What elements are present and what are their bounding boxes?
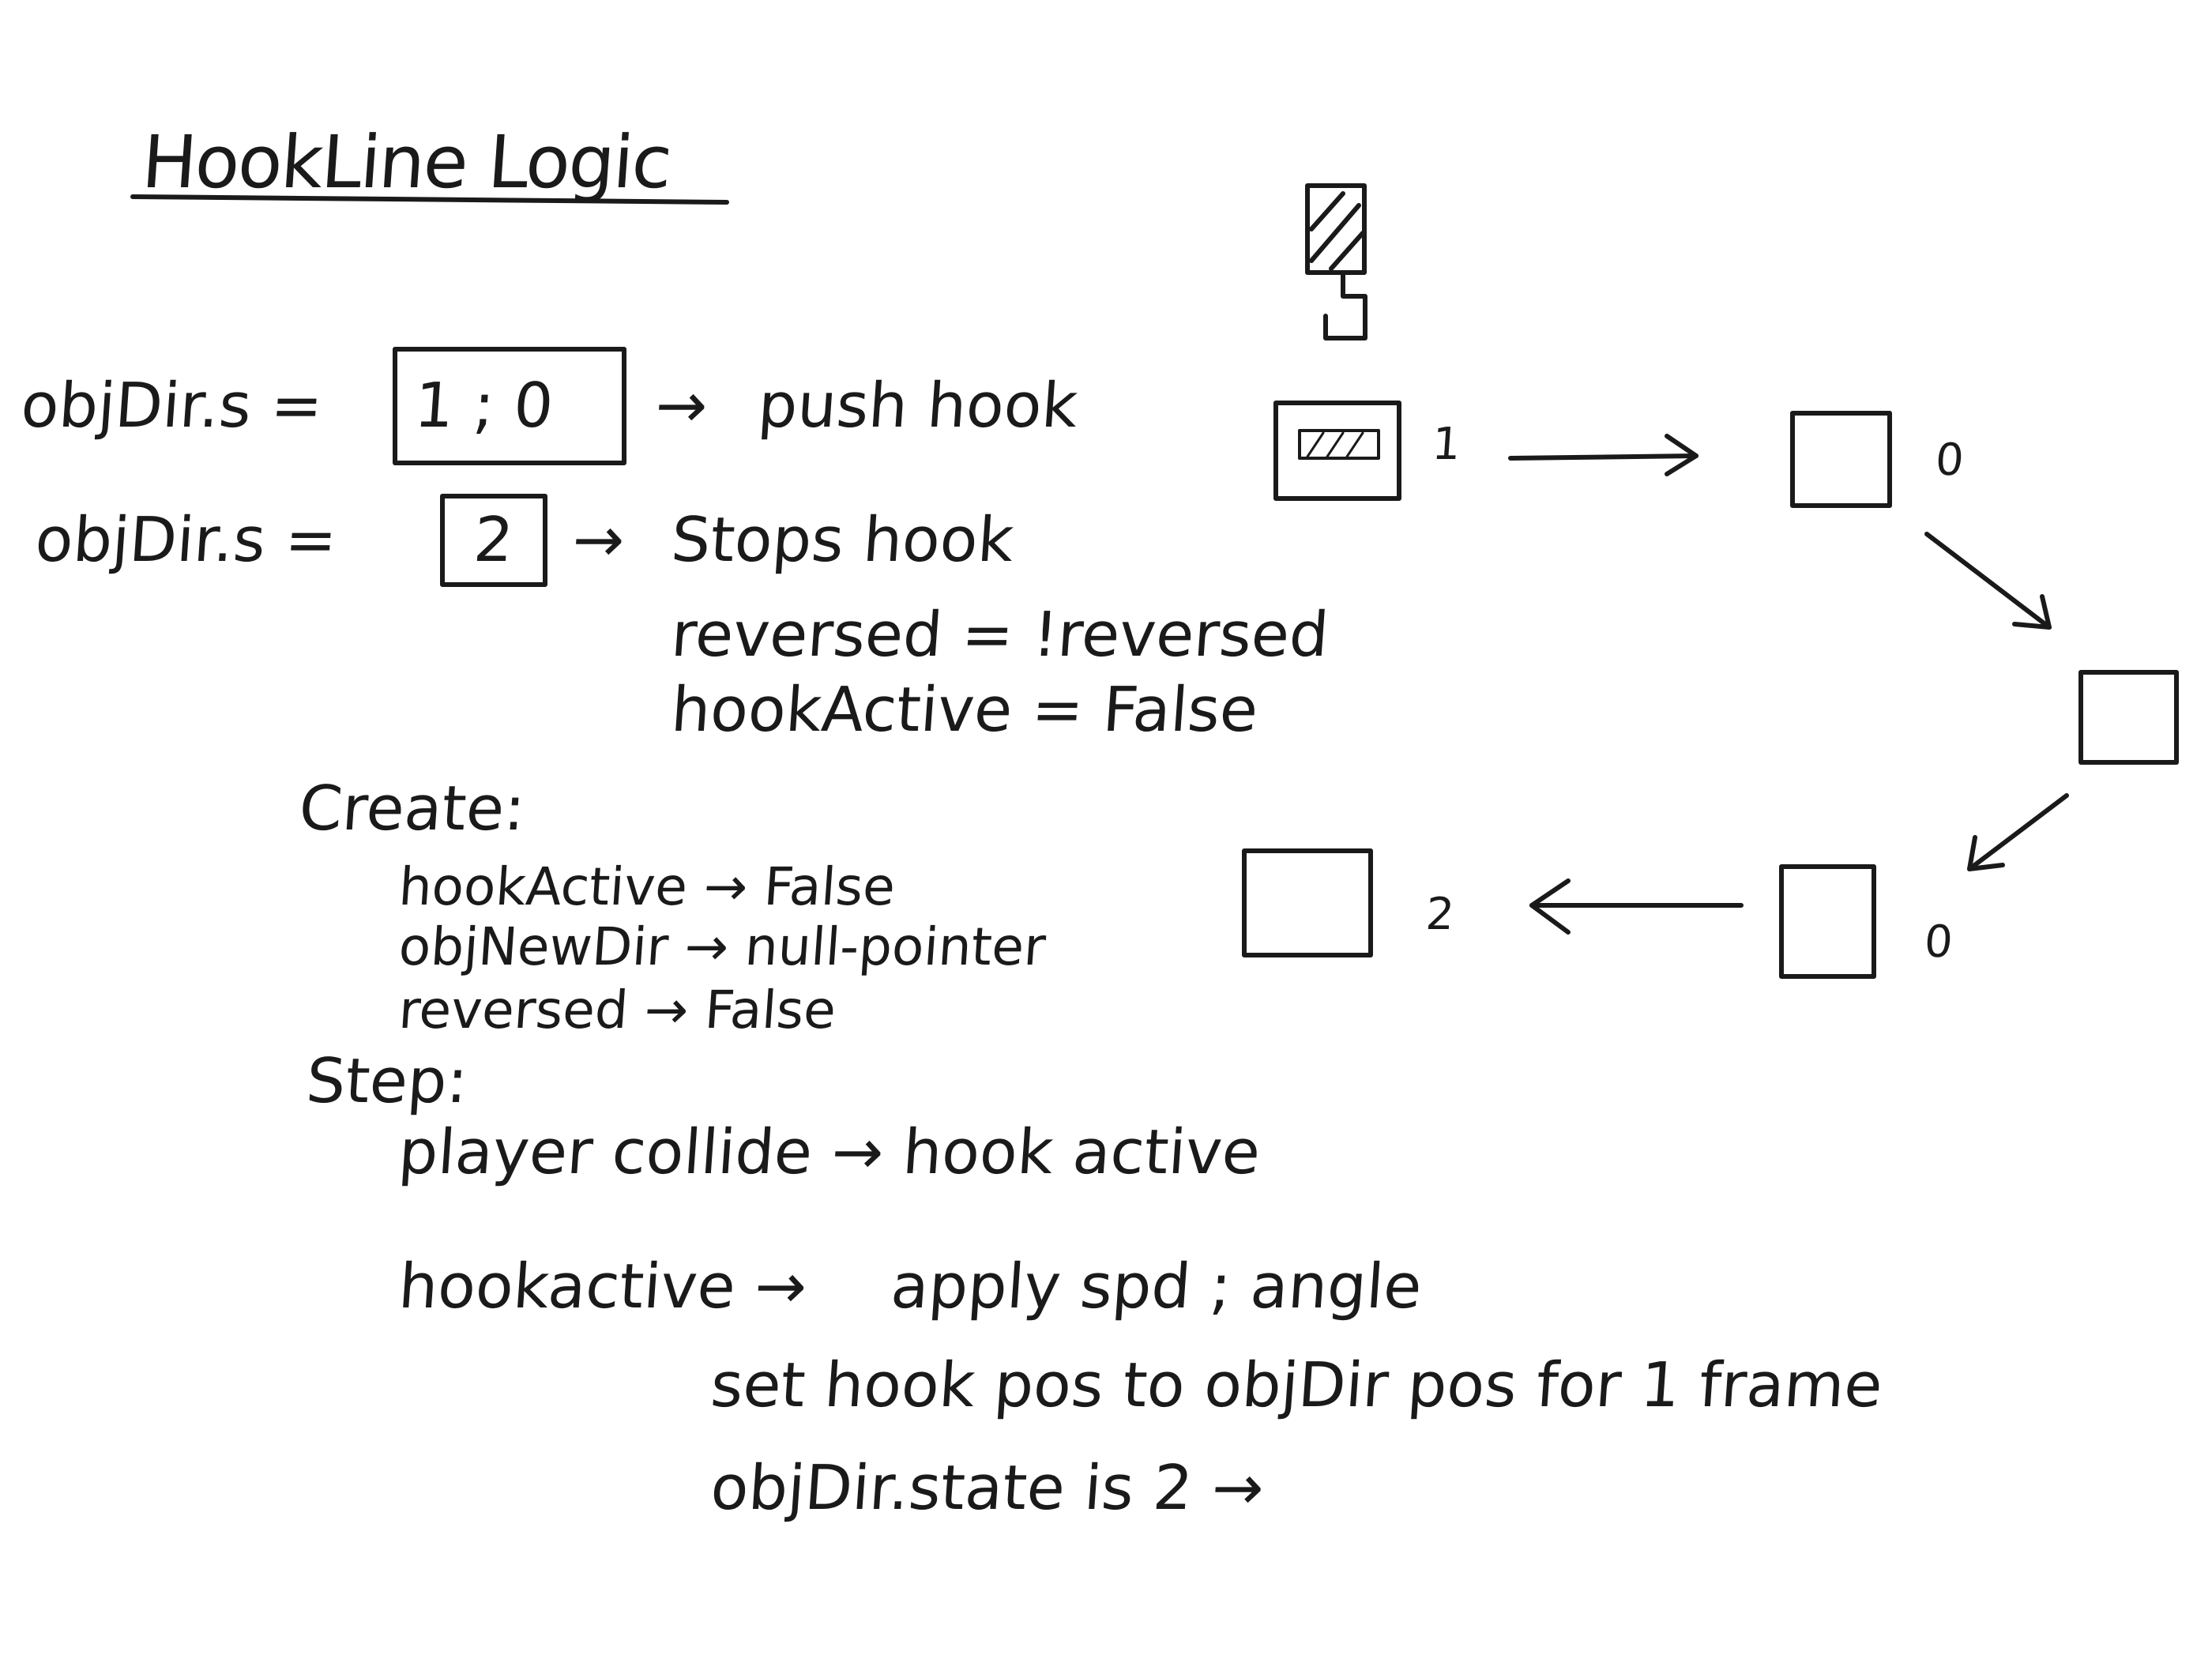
rule-1-result: push hook: [755, 371, 1081, 442]
arrow-right-icon: [1508, 434, 1698, 476]
state-box-2: [1242, 848, 1373, 957]
state-label-2: 2: [1424, 889, 1456, 940]
state-label-0-top: 0: [1933, 434, 1966, 486]
state-box-right: [2078, 670, 2179, 765]
state-box-1: [1273, 401, 1401, 501]
rule-1-values: 1 ; 0: [412, 371, 556, 442]
values-box-1-0: [393, 347, 626, 465]
step-action: set hook pos to objDir pos for 1 frame: [708, 1350, 1885, 1421]
state-box-0-top: [1790, 411, 1892, 508]
create-heading: Create:: [296, 773, 528, 845]
rule-2-lhs: objDir.s =: [32, 505, 340, 576]
create-item: reversed → False: [397, 980, 838, 1040]
rule-2-arrow: →: [570, 505, 627, 576]
values-box-2: [440, 494, 547, 587]
page-title: HookLine Logic: [139, 120, 674, 205]
state-label-0-bottom: 0: [1922, 916, 1954, 968]
rule-2-result: Stops hook: [668, 505, 1016, 576]
title-underline: [130, 194, 729, 205]
state-box-0-bottom: [1779, 864, 1876, 979]
step-action: apply spd ; angle: [888, 1251, 1424, 1322]
step-hookactive-label: hookactive →: [396, 1251, 810, 1322]
step-action: objDir.state is 2 →: [708, 1453, 1266, 1524]
step-collide: player collide → hook active: [396, 1117, 1263, 1188]
rule-1-arrow: →: [653, 371, 710, 442]
rule-2-effect: hookActive = False: [668, 675, 1261, 746]
arrow-down-right-icon: [1924, 532, 2052, 630]
rule-2-effect: reversed = !reversed: [668, 600, 1331, 671]
create-item: objNewDir → null-pointer: [397, 916, 1048, 977]
hook-icon: [1305, 183, 1367, 340]
state-label-1: 1: [1430, 419, 1462, 470]
rule-1-lhs: objDir.s =: [18, 371, 325, 442]
step-heading: Step:: [303, 1046, 471, 1117]
arrow-left-icon: [1529, 878, 1744, 935]
create-item: hookActive → False: [397, 856, 897, 917]
rule-2-values: 2: [471, 505, 516, 576]
arrow-down-left-icon: [1967, 793, 2069, 871]
